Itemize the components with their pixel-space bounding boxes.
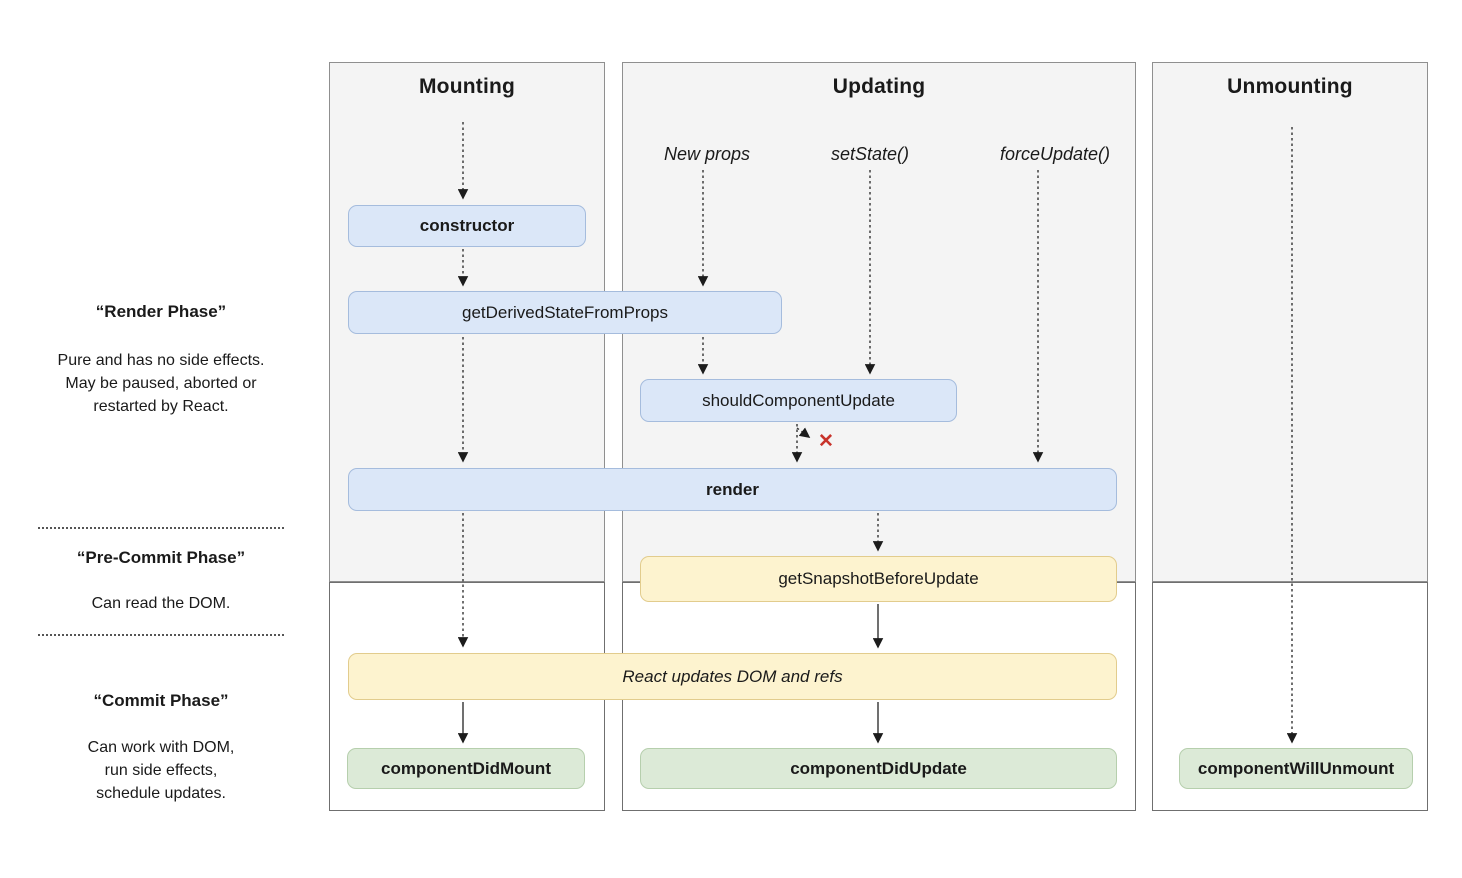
trigger-new-props: New props bbox=[663, 144, 751, 164]
pre-commit-phase-description: Can read the DOM. bbox=[36, 592, 286, 615]
node-get-derived-state-from-props: getDerivedStateFromProps bbox=[348, 291, 782, 334]
node-should-component-update: shouldComponentUpdate bbox=[640, 379, 957, 422]
render-phase-line: restarted by React. bbox=[93, 398, 229, 415]
render-phase-line: Pure and has no side effects. bbox=[57, 352, 265, 369]
node-get-snapshot-before-update: getSnapshotBeforeUpdate bbox=[640, 556, 1117, 602]
phase-separator bbox=[38, 634, 284, 636]
trigger-force-update: forceUpdate() bbox=[999, 144, 1111, 164]
node-component-did-update: componentDidUpdate bbox=[640, 748, 1117, 789]
phase-separator bbox=[38, 527, 284, 529]
commit-phase-description: Can work with DOM, run side effects, sch… bbox=[36, 736, 286, 805]
node-component-will-unmount: componentWillUnmount bbox=[1179, 748, 1413, 789]
column-title-mounting: Mounting bbox=[418, 75, 516, 98]
false-branch-x-icon: ✕ bbox=[818, 431, 834, 452]
node-constructor: constructor bbox=[348, 205, 586, 247]
unmounting-column-render-region bbox=[1152, 62, 1428, 582]
render-phase-line: May be paused, aborted or bbox=[65, 375, 257, 392]
column-title-unmounting: Unmounting bbox=[1227, 75, 1353, 98]
column-title-updating: Updating bbox=[832, 75, 926, 98]
commit-phase-line: schedule updates. bbox=[96, 785, 226, 802]
render-phase-title: “Render Phase” bbox=[95, 302, 227, 321]
commit-phase-line: Can work with DOM, bbox=[87, 739, 235, 756]
pre-commit-phase-title: “Pre-Commit Phase” bbox=[76, 548, 246, 567]
node-render: render bbox=[348, 468, 1117, 511]
node-react-updates-dom-and-refs: React updates DOM and refs bbox=[348, 653, 1117, 700]
commit-phase-title: “Commit Phase” bbox=[93, 691, 229, 710]
pre-commit-phase-line: Can read the DOM. bbox=[91, 595, 231, 612]
render-phase-description: Pure and has no side effects. May be pau… bbox=[36, 349, 286, 418]
node-component-did-mount: componentDidMount bbox=[347, 748, 585, 789]
commit-phase-line: run side effects, bbox=[104, 762, 218, 779]
trigger-set-state: setState() bbox=[830, 144, 910, 164]
